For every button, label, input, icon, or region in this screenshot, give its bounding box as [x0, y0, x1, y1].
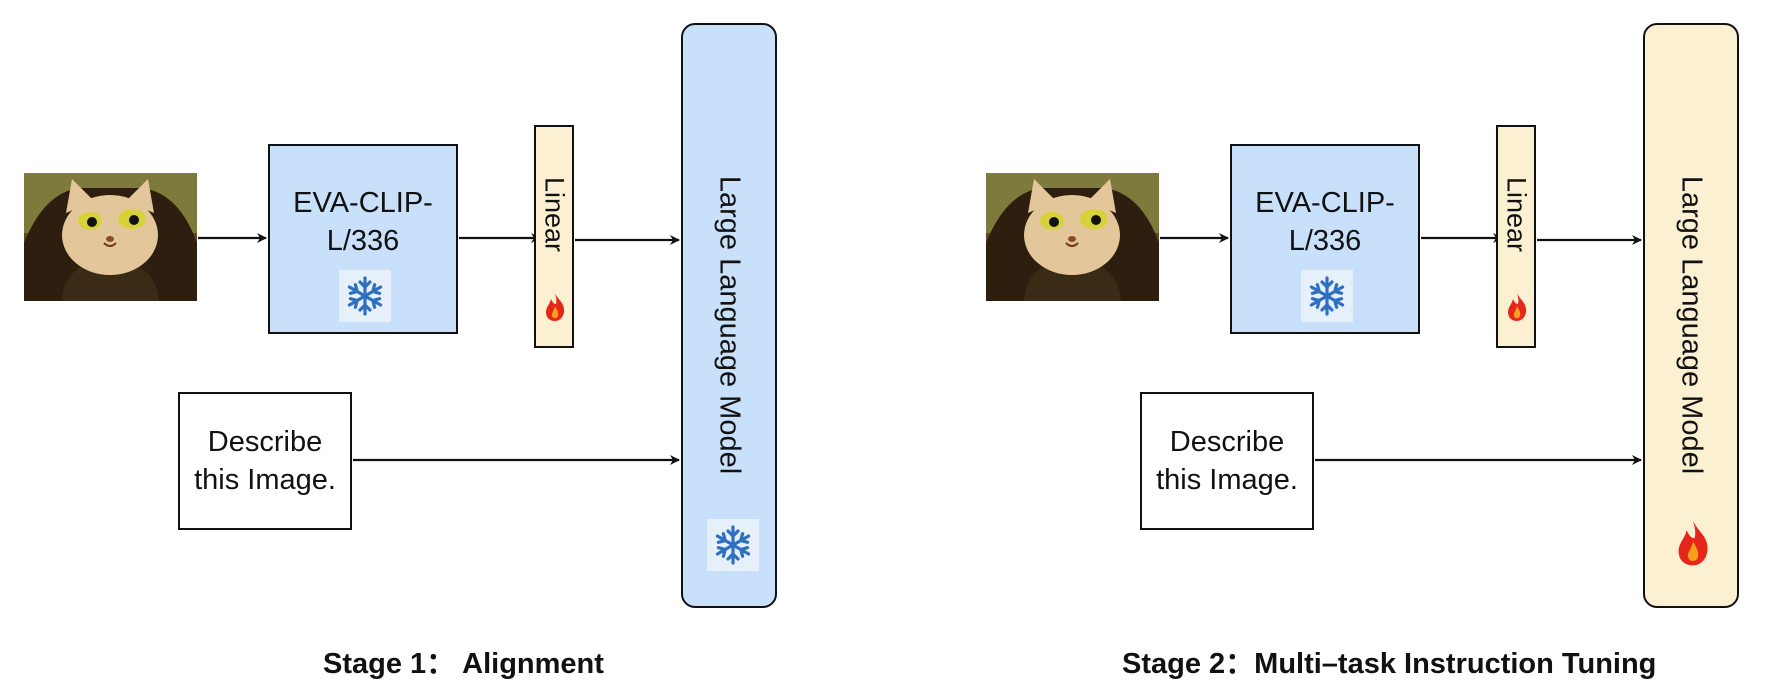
- vision-encoder-block: EVA-CLIP- L/336: [1230, 144, 1420, 334]
- flame-icon: [1675, 519, 1711, 572]
- prompt-line-1: Describe: [1169, 426, 1285, 458]
- flow-arrows: [198, 233, 680, 465]
- stage-1-panel: EVA-CLIP- L/336 Linear: [24, 23, 777, 680]
- input-image: [986, 173, 1159, 301]
- flow-arrows: [1160, 233, 1642, 465]
- prompt-line-2: this Image.: [194, 464, 336, 496]
- input-image: [24, 173, 197, 301]
- text-prompt-block: Describe this Image.: [178, 392, 352, 530]
- prompt-line-1: Describe: [207, 426, 323, 458]
- flame-icon: [1506, 292, 1528, 327]
- prompt-line-2: this Image.: [1156, 464, 1298, 496]
- llm-block: Large Language Model: [1643, 23, 1739, 608]
- linear-projector-block: Linear: [534, 125, 574, 348]
- llm-label: Large Language Model: [1675, 175, 1708, 475]
- snowflake-icon: [707, 519, 759, 571]
- llm-label: Large Language Model: [713, 175, 746, 475]
- snowflake-icon: [339, 270, 391, 322]
- flame-icon: [544, 292, 566, 327]
- llm-block: Large Language Model: [681, 23, 777, 608]
- linear-projector-block: Linear: [1496, 125, 1536, 348]
- snowflake-icon: [1301, 270, 1353, 322]
- linear-label: Linear: [539, 176, 570, 253]
- stage-title: Stage 2：Multi–task Instruction Tuning: [1122, 648, 1657, 680]
- encoder-label: EVA-CLIP- L/336: [293, 187, 433, 257]
- encoder-label: EVA-CLIP- L/336: [1255, 187, 1395, 257]
- vision-encoder-block: EVA-CLIP- L/336: [268, 144, 458, 334]
- linear-label: Linear: [1501, 176, 1532, 253]
- stage-2-panel: EVA-CLIP- L/336 Linear: [962, 0, 1768, 700]
- text-prompt-block: Describe this Image.: [1140, 392, 1314, 530]
- stage-title: Stage 1： Alignment: [323, 648, 604, 680]
